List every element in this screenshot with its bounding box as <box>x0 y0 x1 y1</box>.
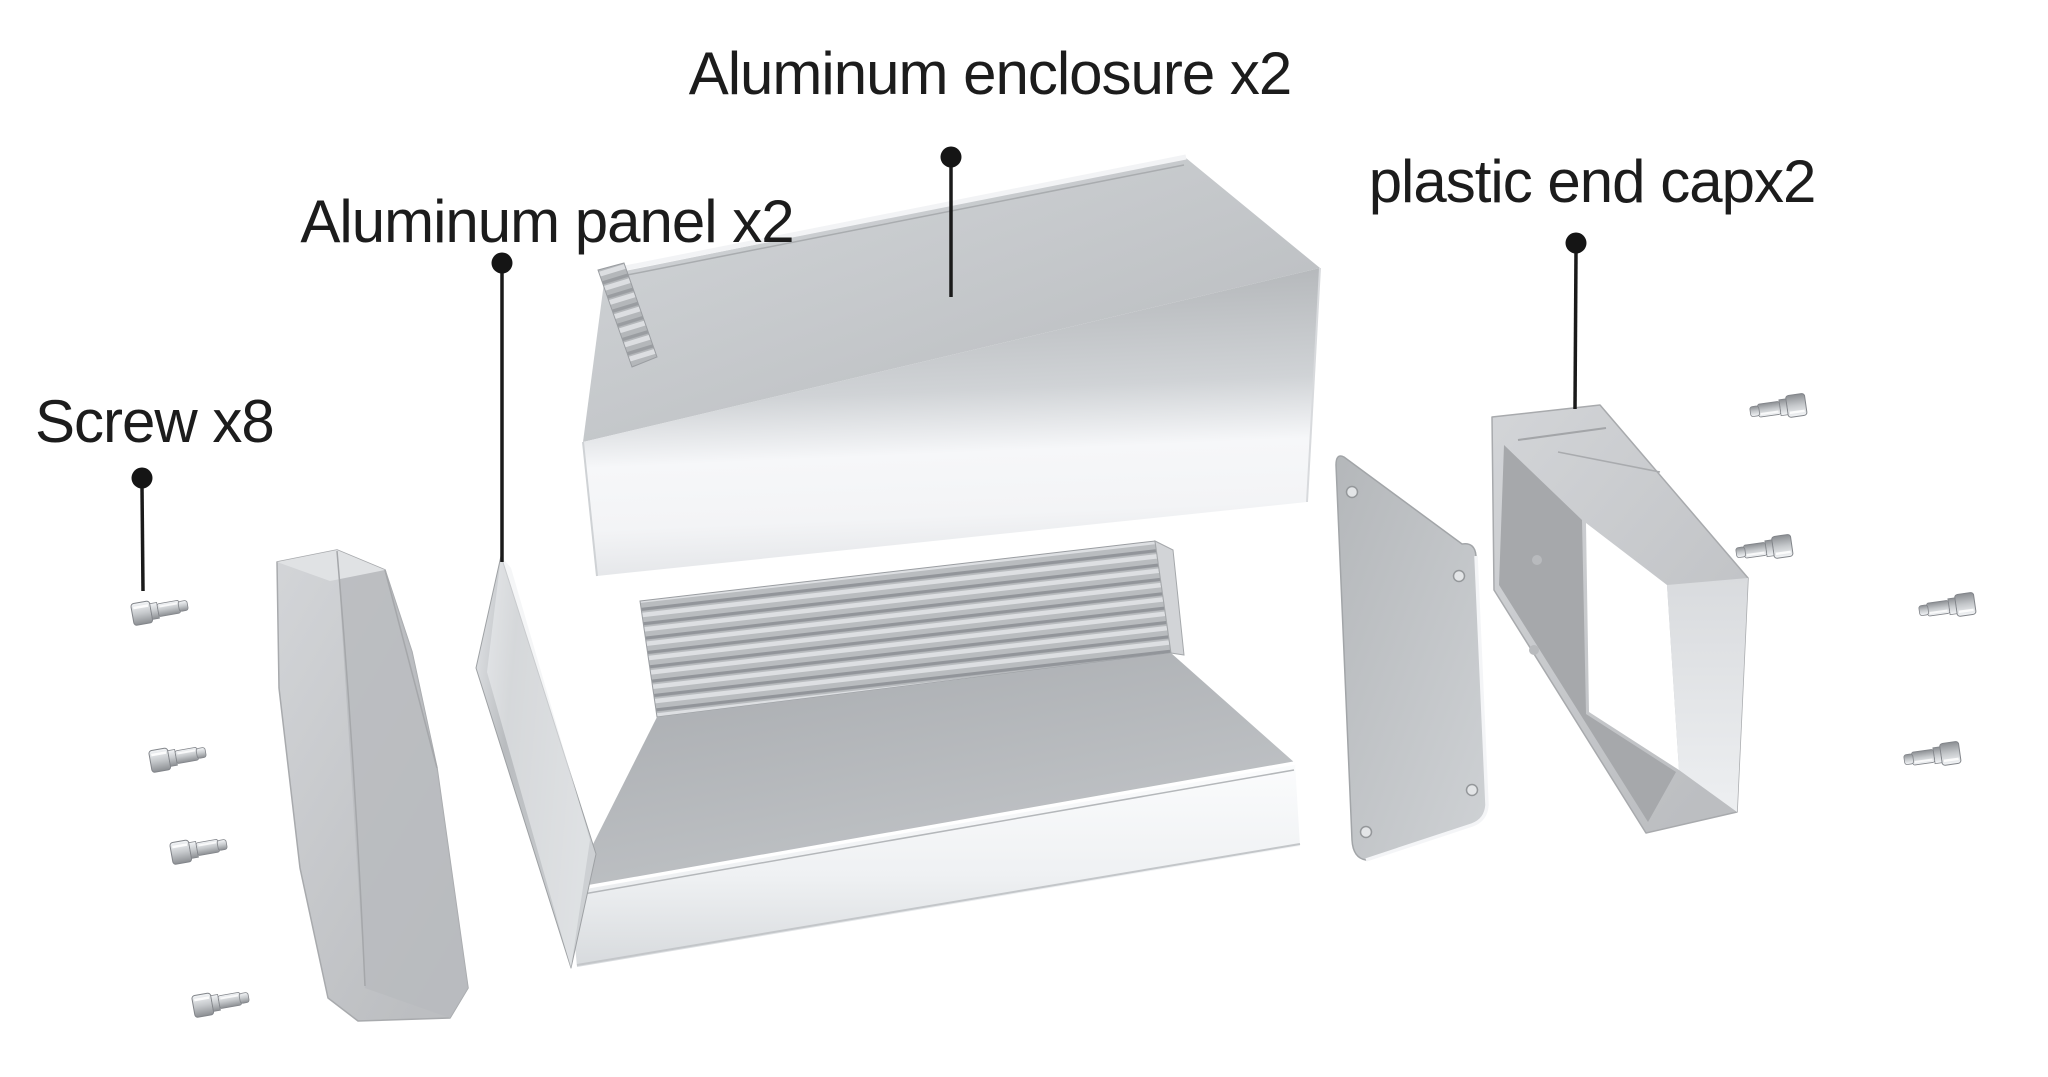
screw-hole <box>1345 485 1359 499</box>
leader-line-screw <box>140 486 145 592</box>
screw <box>129 593 191 627</box>
leader-dot-enclosure <box>940 146 962 168</box>
screw <box>1733 532 1795 566</box>
leader-dot-panel <box>491 252 513 274</box>
leader-line-end-cap <box>1573 251 1578 410</box>
screw <box>147 740 209 774</box>
leader-dots <box>131 146 1587 489</box>
leader-dot-screw <box>131 467 153 489</box>
label-aluminum-enclosure: Aluminum enclosure x2 <box>688 40 1293 107</box>
label-plastic-end-cap: plastic end capx2 <box>1368 148 1817 215</box>
screw-hole <box>1452 569 1466 583</box>
screw-hole <box>1465 783 1479 797</box>
screw <box>1901 739 1963 773</box>
screw <box>168 832 230 866</box>
aluminum-panel-right <box>1335 455 1489 862</box>
plastic-end-cap-left <box>276 549 469 1022</box>
aluminum-enclosure-bottom-shell <box>569 540 1301 967</box>
plastic-end-cap-right <box>1491 404 1749 834</box>
label-aluminum-panel: Aluminum panel x2 <box>300 188 794 255</box>
aluminum-enclosure-top-shell <box>582 154 1321 577</box>
leader-lines <box>140 165 1578 592</box>
leader-dot-end-cap <box>1565 232 1587 254</box>
heatsink-fins-top <box>597 262 658 368</box>
front-lip <box>570 763 1300 967</box>
screw-hole <box>1359 825 1373 839</box>
screw <box>1916 590 1978 624</box>
screw <box>1747 391 1809 425</box>
aluminum-panel-left <box>475 555 597 969</box>
end-cap-window <box>1586 523 1679 770</box>
screw <box>190 985 252 1019</box>
label-screw: Screw x8 <box>35 388 275 455</box>
